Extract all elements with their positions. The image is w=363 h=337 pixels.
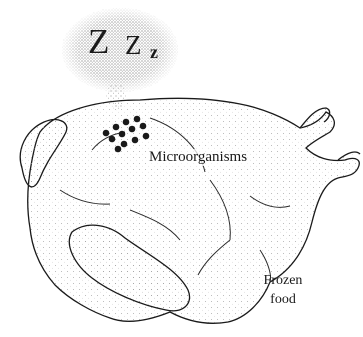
frozen-label-line2: food	[257, 290, 309, 309]
frozen-label-line1: Frozen	[257, 271, 309, 290]
sleep-z-small: z	[150, 42, 158, 63]
microorganisms-label: Microorganisms	[147, 149, 249, 166]
sleep-z-medium: Z	[125, 30, 142, 61]
chicken-body	[20, 98, 360, 323]
frozen-food-label: Frozen food	[257, 271, 309, 309]
sleep-z-large: Z	[88, 22, 109, 62]
sleep-cloud	[62, 8, 178, 111]
